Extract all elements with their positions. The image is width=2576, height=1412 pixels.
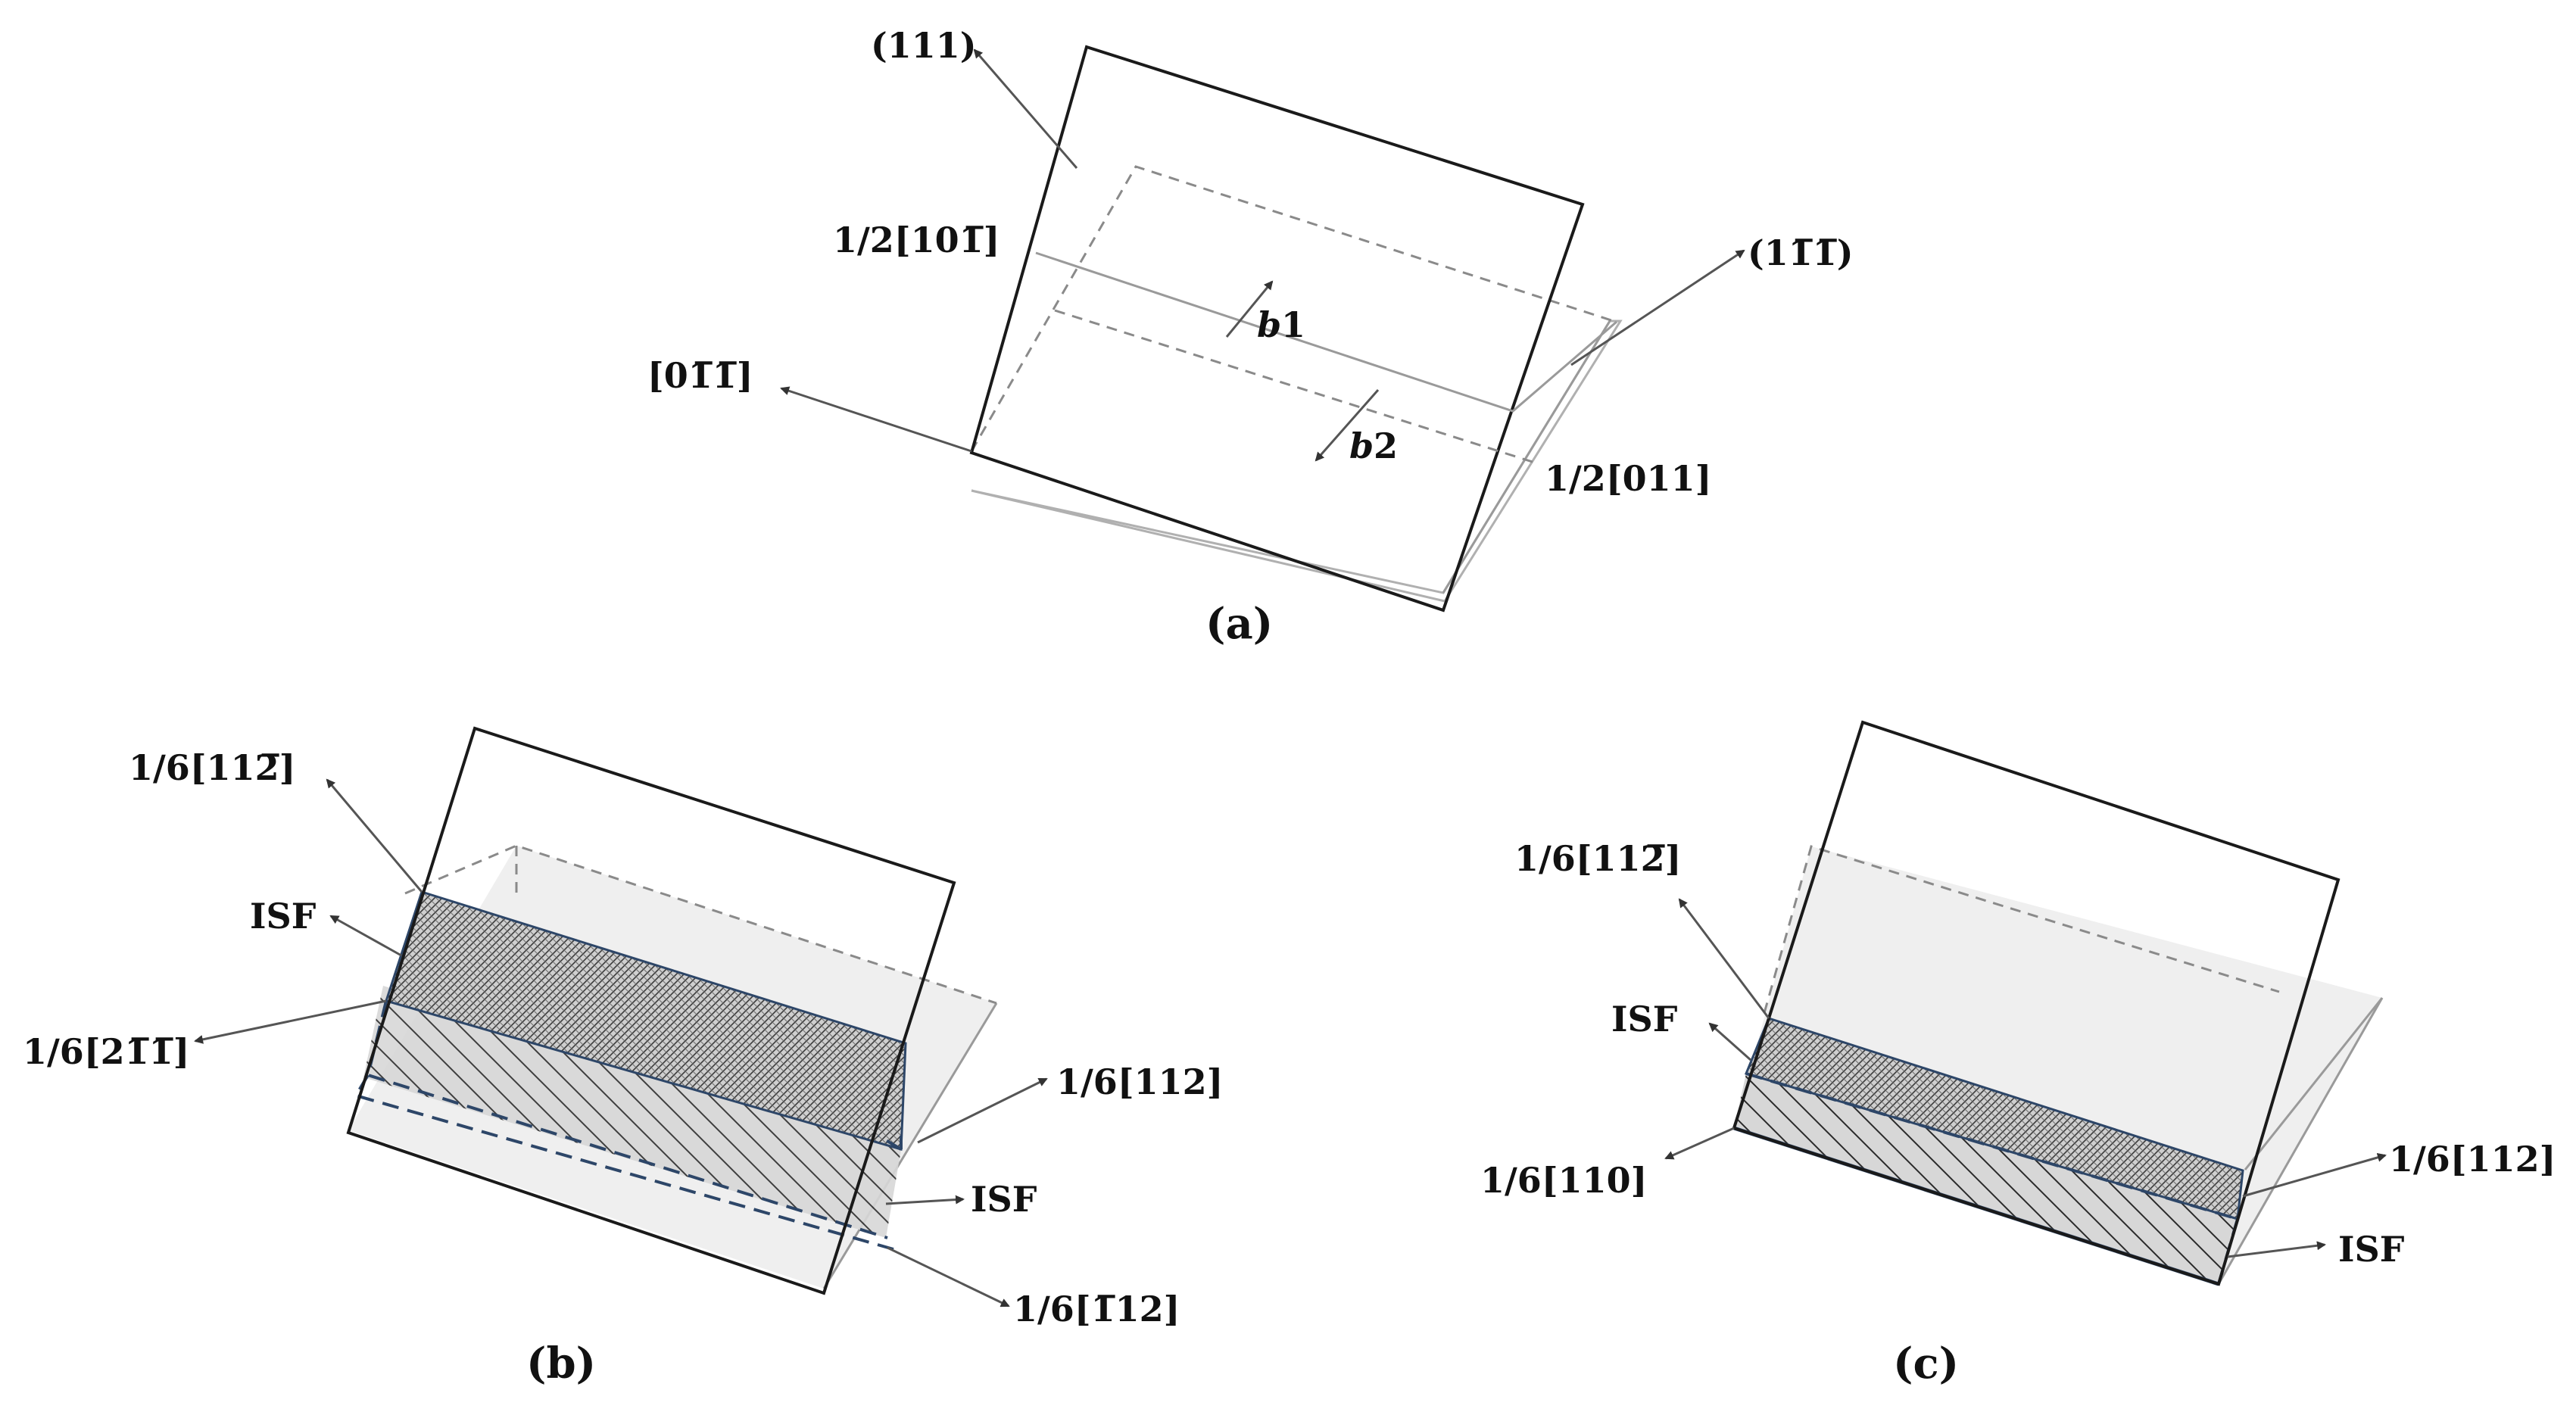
isf-b-lower-region	[363, 986, 901, 1238]
svg-text:b: b	[1349, 425, 1374, 466]
plane-1bb-outline	[971, 319, 1623, 603]
label-b-isf-lower: ISF	[971, 1179, 1037, 1220]
label-b2: b 2	[1349, 425, 1398, 466]
b2-arrow	[1315, 389, 1380, 462]
rear-square-dashed	[970, 165, 1617, 452]
rear-square-b-dashed	[404, 844, 997, 1005]
plane-111-leader	[973, 48, 1078, 169]
plane-111-square	[969, 45, 1585, 612]
isf-c-dashed	[1745, 1072, 2238, 1220]
isf-c-upper-leader	[1708, 1022, 1751, 1061]
label-plane-111: (111)	[871, 25, 977, 66]
isf-c-lower-region	[1734, 1074, 2238, 1284]
plane-b-square	[346, 726, 956, 1295]
label-b1: b 1	[1257, 304, 1305, 345]
b2-line	[1054, 309, 1538, 465]
label-c-dir-110: 1/6[110]	[1480, 1160, 1647, 1201]
isf-c-lower-leader	[2227, 1241, 2326, 1258]
isf-b-upper-leader	[329, 915, 402, 957]
rear-square-c-dashed	[1763, 845, 2280, 1014]
isf-b-lower-leader	[885, 1195, 965, 1205]
label-b-dir-112: 1/6[112]	[1056, 1061, 1223, 1102]
panel-a: (111) (11̅1̅) 1/2[101̅] [01̅1̅] 1/2[011]…	[647, 25, 1854, 649]
svg-text:b: b	[1257, 304, 1281, 345]
dir-b-112-leader	[917, 1077, 1048, 1144]
caption-c: (c)	[1893, 1339, 1959, 1389]
label-c-dir-112: 1/6[112]	[2389, 1139, 2556, 1180]
caption-a: (a)	[1205, 599, 1273, 649]
label-dir-0bb1: [01̅1̅]	[647, 355, 753, 396]
svg-text:2: 2	[1374, 425, 1398, 466]
dir-c-112bar-leader	[1678, 898, 1770, 1019]
dir-c-112-leader	[2242, 1152, 2387, 1198]
label-c-isf-upper: ISF	[1611, 999, 1678, 1040]
label-b-dir-112bar: 1/6[112̅]	[129, 747, 295, 788]
label-dir-101: 1/2[101̅]	[833, 220, 1000, 260]
label-c-isf-lower: ISF	[2338, 1229, 2405, 1270]
panel-b: 1/6[112̅] ISF 1/6[21̅1̅] 1/6[112] ISF 1/…	[23, 726, 1223, 1389]
label-dir-011: 1/2[011]	[1545, 458, 1711, 499]
dir-c-110-leader	[1664, 1127, 1735, 1160]
dir-b-2bb-leader	[194, 999, 387, 1044]
b1-arrow	[1225, 280, 1274, 338]
plane-1bb-leader	[1570, 249, 1745, 366]
label-c-dir-112bar: 1/6[112̅]	[1514, 838, 1681, 879]
label-b-dir-b112: 1/6[1̅12]	[1013, 1289, 1180, 1329]
plane-c-square	[1732, 720, 2341, 1286]
label-b-dir-2bb: 1/6[21̅1̅]	[23, 1031, 189, 1072]
isf-b-dashed-upper	[366, 1000, 888, 1239]
dir-b-112bar-leader	[326, 778, 423, 893]
panel-c: 1/6[112̅] ISF 1/6[110] 1/6[112] ISF (c)	[1480, 720, 2556, 1389]
caption-b: (b)	[526, 1339, 596, 1389]
dir-0bb1-leader	[780, 386, 972, 453]
label-b-isf-upper: ISF	[250, 896, 317, 937]
dir-b-b112-leader	[887, 1246, 1010, 1308]
b1-line	[1035, 251, 1617, 413]
label-plane-1bb: (11̅1̅)	[1748, 232, 1854, 273]
svg-text:1: 1	[1281, 304, 1305, 345]
